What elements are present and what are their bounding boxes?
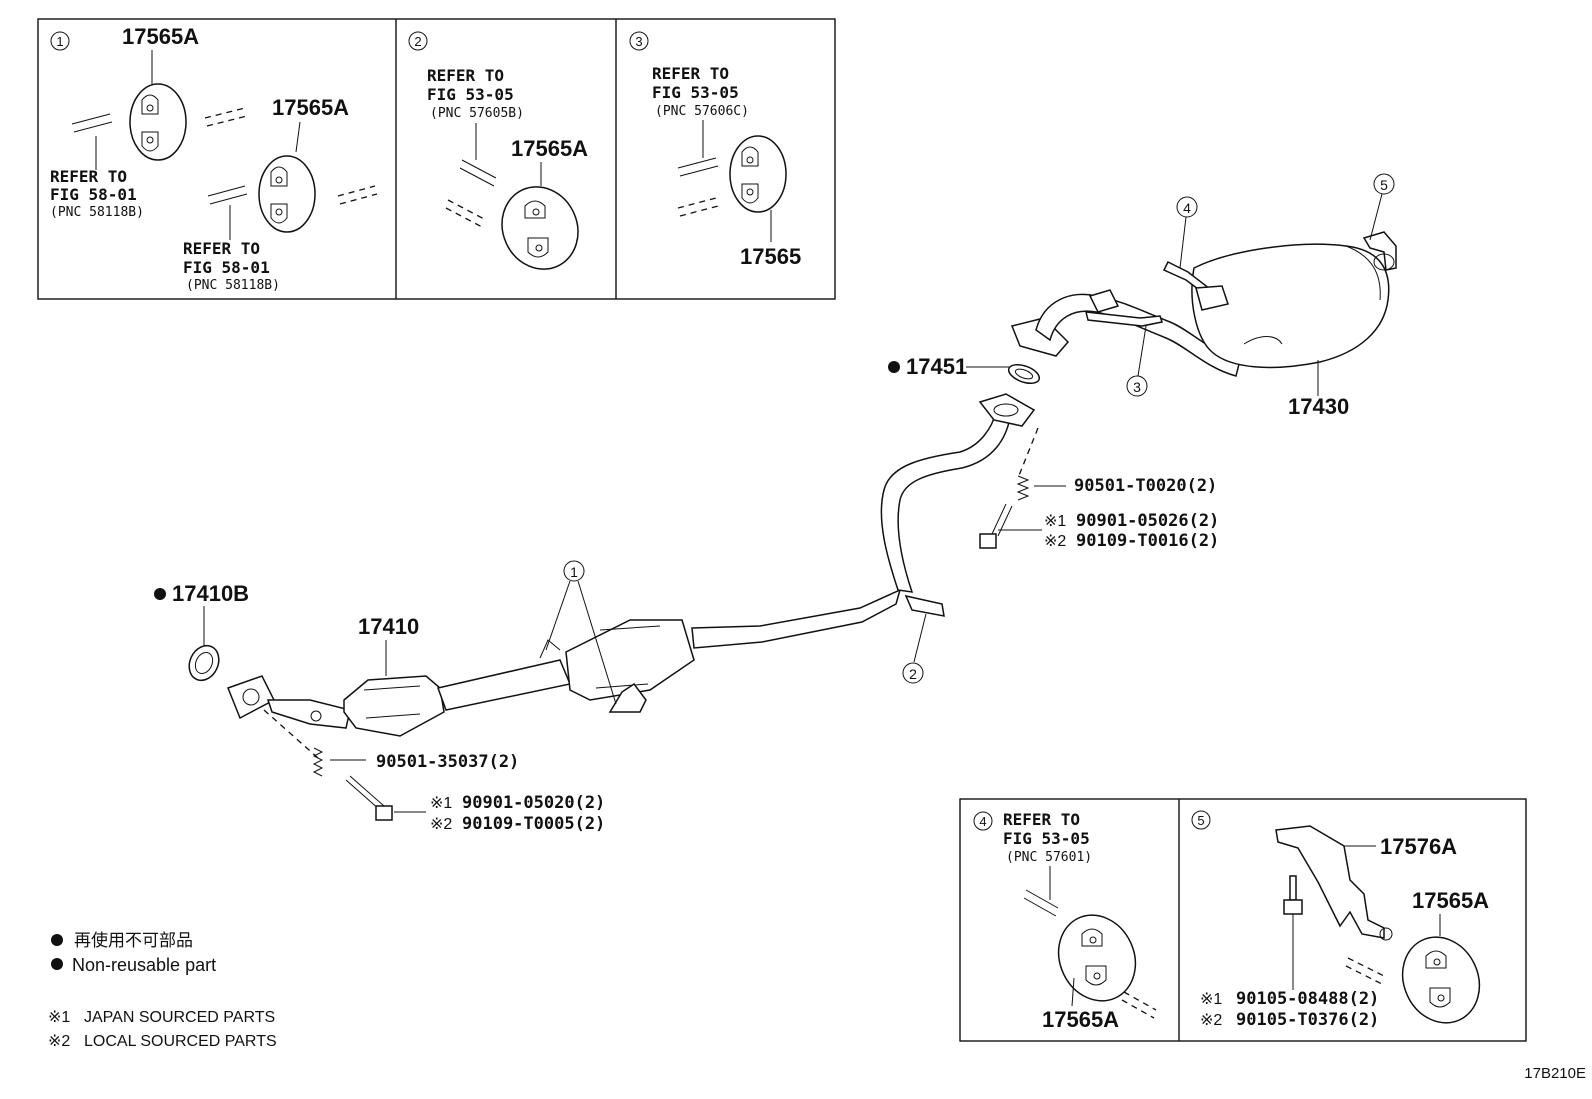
rear-bolt-l-label: 90109-T0016(2) [1076,531,1219,551]
callout-4-num: 4 [1183,200,1191,216]
front-bolt-l-label: 90109-T0005(2) [462,814,605,834]
gasket-ring-icon [1007,363,1041,385]
panel-4-number: 4 [979,814,986,829]
panel-1-part-right: 17565A [272,95,349,120]
panel-1-ref2-line3: (PNC 58118B) [186,278,280,293]
panel-1-number-circle [50,31,70,51]
callout-4: 4 [1176,196,1198,269]
panel-5-hanger-label: 17565A [1412,888,1489,913]
panel-1-ref1-line3: (PNC 58118B) [50,205,144,220]
gasket-ring-icon [188,644,220,682]
rubber-hanger-icon [729,135,787,213]
rubber-hanger-icon [1057,914,1137,1002]
figure-code: 17B210E [1524,1065,1586,1082]
panel-2-ref-line2: FIG 53-05 [427,85,514,104]
muffler-label: 17430 [1288,394,1349,419]
rubber-hanger-icon [1401,936,1481,1024]
callout-2: 2 [902,613,927,684]
legend-japan-text: JAPAN SOURCED PARTS [84,1009,275,1026]
rear-spring-and-bolt: 90501-T0020(2) ※1 90901-05026(2) ※2 9010… [979,475,1219,551]
panel-5-bolt-j-mark: ※1 [1200,991,1222,1008]
legend-local-mark: ※2 [48,1033,70,1050]
inset-panel-1: 1 17565A 17565A REFER TO FIG 58-01 (PNC … [50,24,378,293]
inset-panel-2: 2 REFER TO FIG 53-05 (PNC 57605B) 17565A [408,31,588,270]
non-reusable-dot-icon [51,958,63,970]
callout-1-num: 1 [570,564,578,580]
panel-3-part: 17565 [740,244,801,269]
callout-3-num: 3 [1133,379,1141,395]
callout-3: 3 [1126,325,1148,397]
panel-2-ref-line1: REFER TO [427,66,504,85]
callout-5: 5 [1369,173,1395,241]
rear-gasket: 17451 [888,354,1041,385]
legend: 再使用不可部品 Non-reusable part ※1 JAPAN SOURC… [48,930,277,1050]
panel-5-number: 5 [1197,813,1204,828]
rear-spring-label: 90501-T0020(2) [1074,476,1217,496]
inset-panel-3: 3 REFER TO FIG 53-05 (PNC 57606C) 17565 [629,31,801,269]
non-reusable-dot-icon [154,588,166,600]
bracket-icon [1275,825,1393,941]
panel-3-ref-line1: REFER TO [652,64,729,83]
front-exhaust-pipe [227,393,1036,737]
bolt-icon [1283,875,1303,915]
panel-3-ref-line3: (PNC 57606C) [655,104,749,119]
muffler-assembly [1010,231,1397,377]
panel-3-number: 3 [635,34,642,49]
panel-4-part: 17565A [1042,1007,1119,1032]
inset-panel-4: 4 REFER TO FIG 53-05 (PNC 57601) 17565A [973,810,1157,1032]
bolt-icon [345,775,393,821]
rubber-hanger-icon [129,83,187,161]
panel-5-bolt-j-label: 90105-08488(2) [1236,989,1379,1009]
callout-5-num: 5 [1380,177,1388,193]
legend-japan-mark: ※1 [48,1009,70,1026]
panel-1-ref2-line1: REFER TO [183,239,260,258]
rear-bolt-j-label: 90901-05026(2) [1076,511,1219,531]
rubber-hanger-icon [258,155,316,233]
front-spring-and-bolt: 90501-35037(2) ※1 90901-05020(2) ※2 9010… [312,747,605,834]
panel-1-part-top: 17565A [122,24,199,49]
rear-bolt-l-mark: ※2 [1044,533,1066,550]
panel-4-ref-line1: REFER TO [1003,810,1080,829]
panel-5-bracket-label: 17576A [1380,834,1457,859]
panel-3-ref-line2: FIG 53-05 [652,83,739,102]
spring-icon [1016,475,1030,501]
legend-local-text: LOCAL SOURCED PARTS [84,1033,277,1050]
panel-2-number: 2 [414,34,421,49]
front-pipe-label: 17410 [358,614,419,639]
panel-2-part: 17565A [511,136,588,161]
top-inset-frame [37,18,836,300]
panel-1-ref1-line2: FIG 58-01 [50,185,137,204]
front-bolt-j-mark: ※1 [430,795,452,812]
callout-1: 1 [545,560,617,705]
panel-1-number: 1 [56,34,63,49]
legend-nonreuse-en: Non-reusable part [72,955,216,975]
non-reusable-dot-icon [888,361,900,373]
rear-gasket-label: 17451 [906,354,967,379]
rubber-hanger-icon [501,186,579,270]
panel-2-ref-line3: (PNC 57605B) [430,106,524,121]
bottom-inset-frame [959,798,1527,1042]
panel-4-ref-line3: (PNC 57601) [1006,850,1092,865]
panel-5-bolt-l-mark: ※2 [1200,1012,1222,1029]
callout-2-num: 2 [909,666,917,682]
non-reusable-dot-icon [51,934,63,946]
front-gasket-label: 17410B [172,581,249,606]
panel-1-ref2-line2: FIG 58-01 [183,258,270,277]
panel-1-ref1-line1: REFER TO [50,167,127,186]
front-gasket: 17410B [154,581,249,682]
front-bolt-j-label: 90901-05020(2) [462,793,605,813]
front-spring-label: 90501-35037(2) [376,752,519,772]
legend-nonreuse-jp: 再使用不可部品 [74,930,193,950]
front-bolt-l-mark: ※2 [430,816,452,833]
panel-4-ref-line2: FIG 53-05 [1003,829,1090,848]
bolt-icon [979,503,1013,549]
inset-panel-5: 5 17576A 17565A ※1 90105-08488(2) ※2 901… [1191,810,1489,1030]
spring-icon [312,747,324,777]
panel-5-bolt-l-label: 90105-T0376(2) [1236,1010,1379,1030]
rear-bolt-j-mark: ※1 [1044,513,1066,530]
